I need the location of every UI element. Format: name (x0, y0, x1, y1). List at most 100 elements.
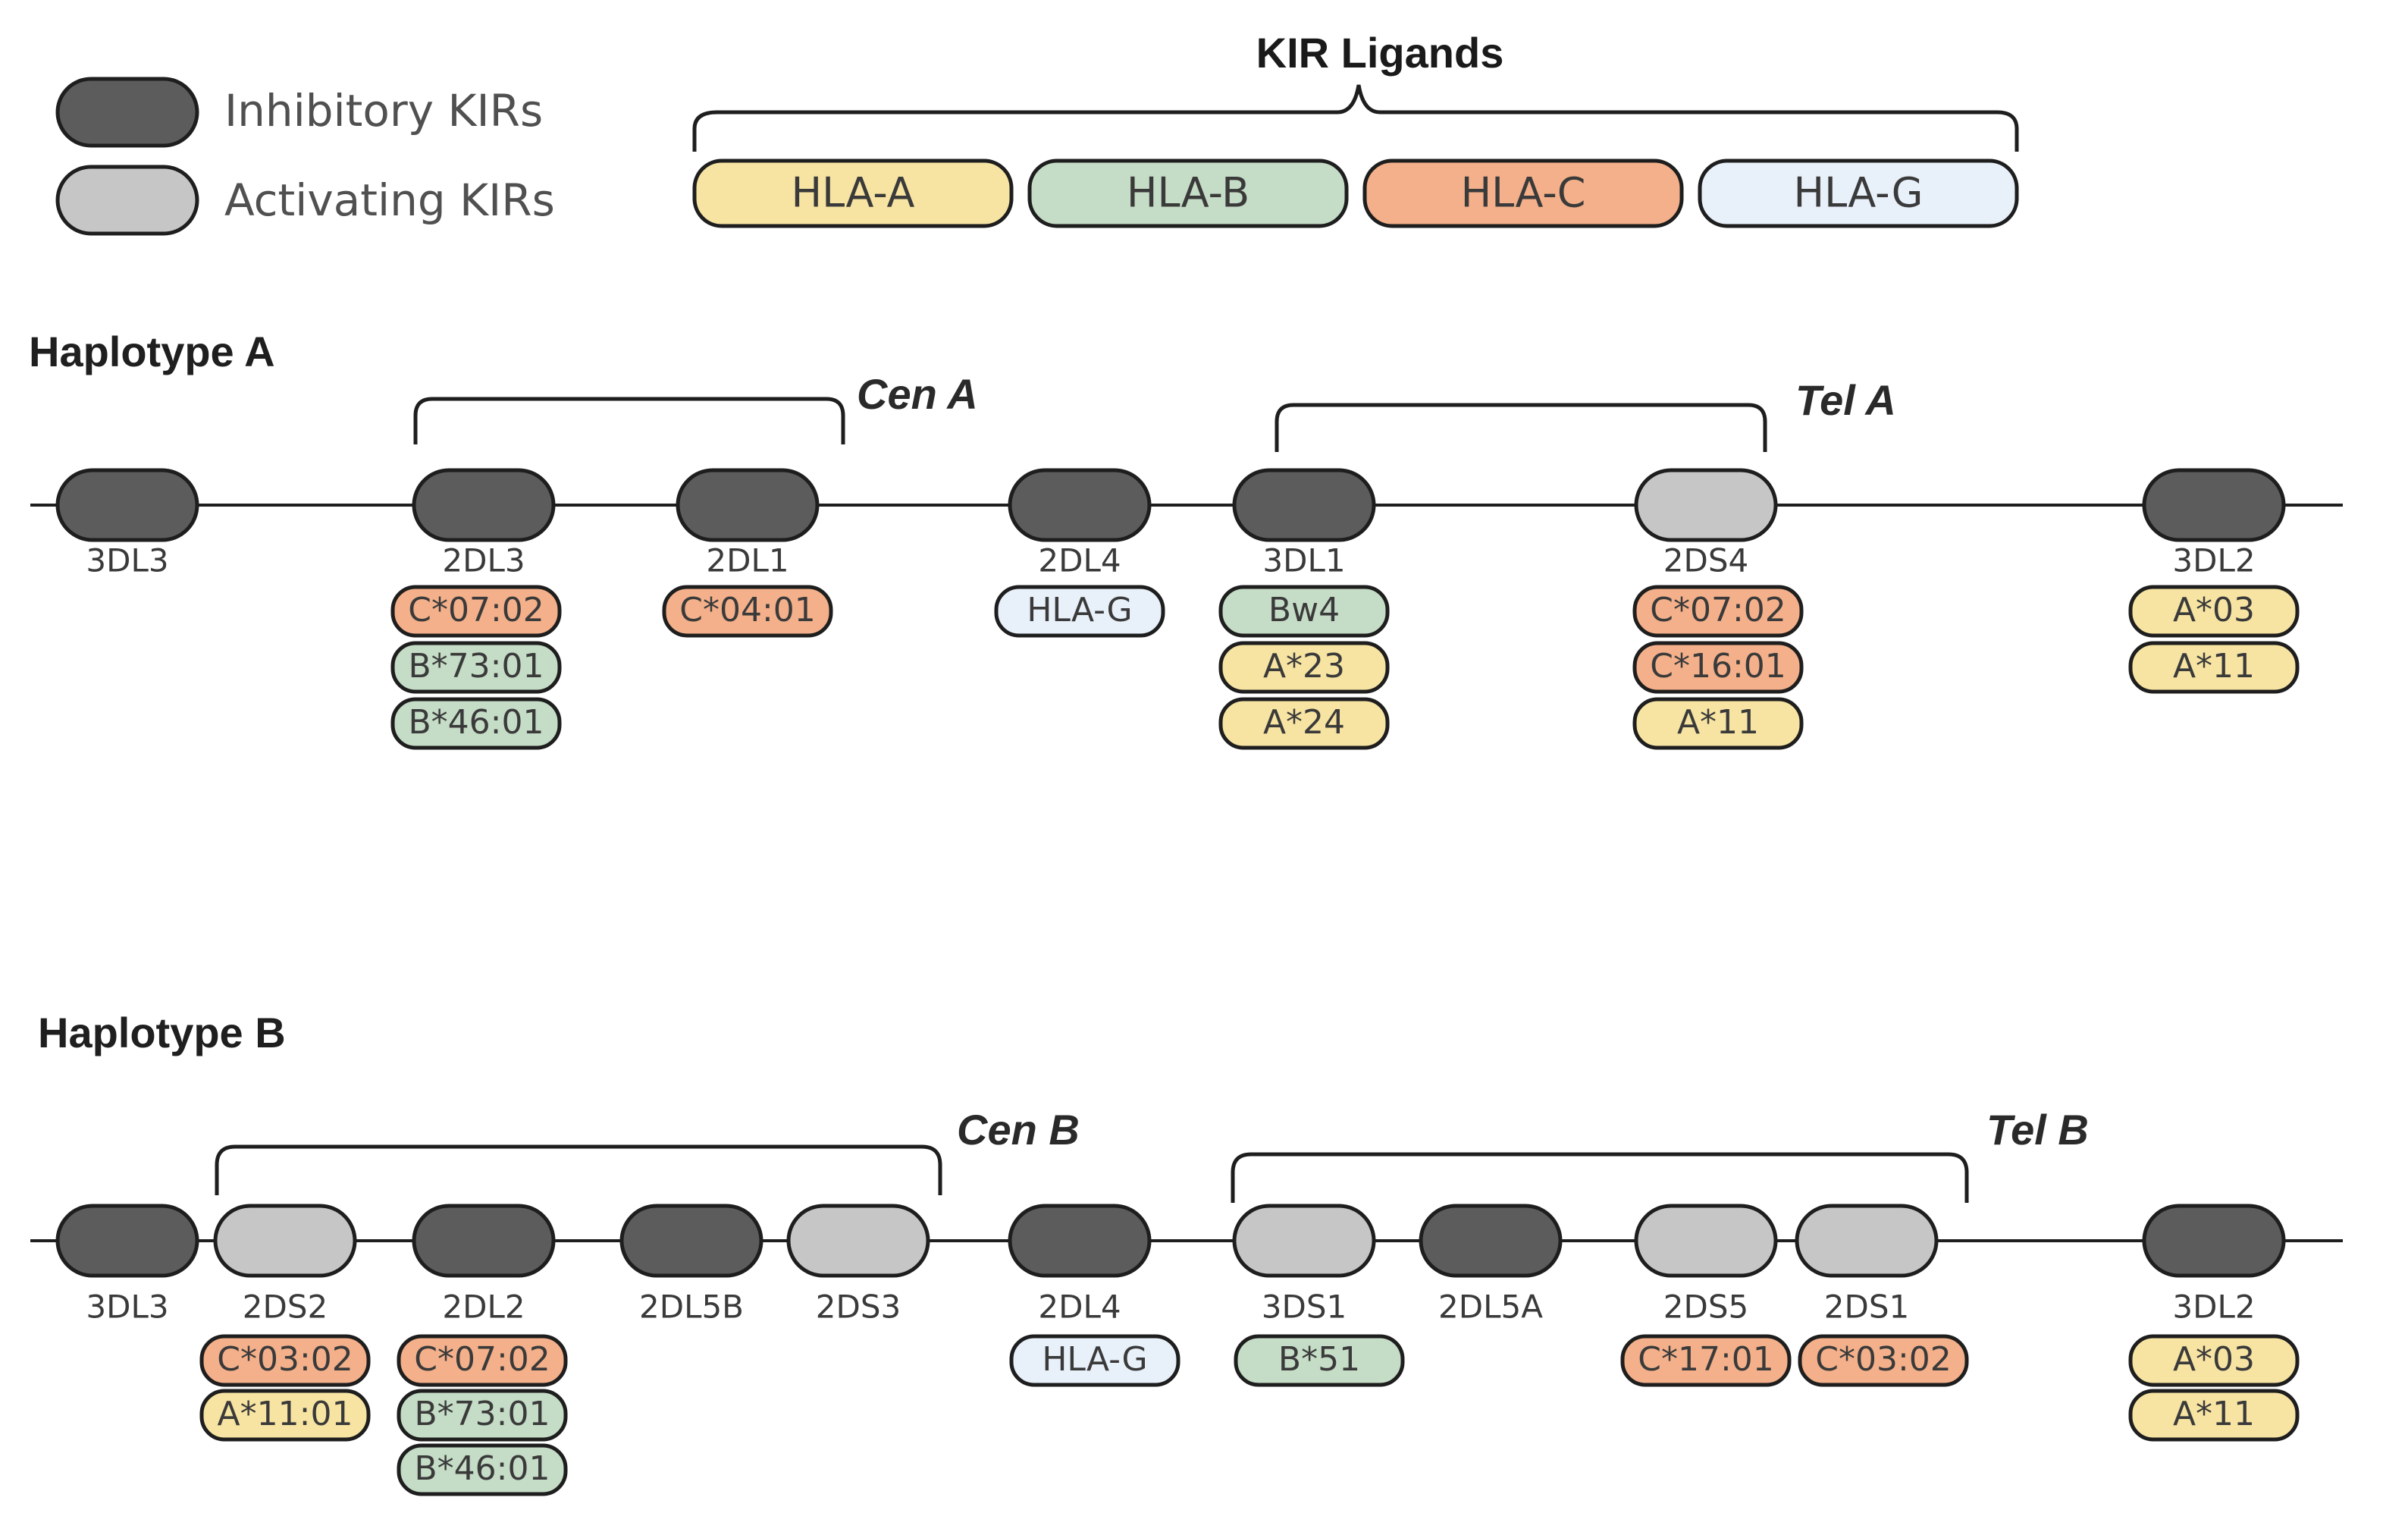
gene-3dl1-box (1232, 468, 1376, 542)
ligand-key-pill (692, 159, 1014, 228)
ligand-label: B*51 (1278, 1340, 1360, 1379)
ligand-label: A*23 (1263, 647, 1345, 686)
haplotype-a-title: Haplotype A (29, 328, 275, 375)
gene-name: 2DS4 (1663, 542, 1748, 579)
ligand-pill (1632, 585, 1804, 638)
ligand-key-hla-c: HLA-C (1362, 159, 1684, 228)
gene-2dl2-box (412, 1204, 556, 1278)
gene-name: 2DL4 (1038, 1289, 1121, 1326)
ligand-pill (1218, 697, 1390, 750)
ligand-c-07-02: C*07:02 (397, 1334, 568, 1387)
ligand-pill (1218, 585, 1390, 638)
ligand-a-11: A*11 (1632, 697, 1804, 750)
ligand-label: HLA-G (1027, 591, 1132, 629)
ligand-pill (2128, 585, 2300, 638)
ligand-a-11-01: A*11:01 (199, 1389, 371, 1442)
gene-2dl1-box (676, 468, 820, 542)
gene-name: 2DL5A (1438, 1289, 1543, 1326)
legend-activating-swatch (55, 165, 199, 236)
gene-2dl5a-box (1419, 1204, 1563, 1278)
ligand-pill (397, 1389, 568, 1442)
ligand-key-label: HLA-B (1127, 169, 1249, 217)
ligand-c-17-01: C*17:01 (1620, 1334, 1792, 1387)
ligand-a-11: A*11 (2128, 641, 2300, 694)
ligand-pill (199, 1389, 371, 1442)
ligand-label: HLA-G (1042, 1340, 1147, 1379)
ligand-label: A*03 (2173, 1340, 2255, 1379)
ligand-label: A*24 (1263, 703, 1345, 742)
ligand-pill (390, 641, 562, 694)
ligand-pill (390, 697, 562, 750)
legend-activating-label: Activating KIRs (224, 174, 555, 226)
ligand-c-07-02: C*07:02 (1632, 585, 1804, 638)
gene-2ds3-box (786, 1204, 930, 1278)
gene-name: 2DS2 (243, 1289, 328, 1326)
ligand-pill (1009, 1334, 1180, 1387)
gene-name: 2DL4 (1038, 542, 1121, 579)
ligand-label: B*73:01 (415, 1395, 550, 1433)
haplotype-b-cen-bracket (215, 1144, 942, 1195)
ligand-label: C*17:01 (1638, 1340, 1774, 1379)
ligand-key-hla-a: HLA-A (692, 159, 1014, 228)
ligand-pill (662, 585, 833, 638)
ligand-b-73-01: B*73:01 (397, 1389, 568, 1442)
ligand-label: C*04:01 (679, 591, 816, 629)
gene-name: 3DL1 (1262, 542, 1345, 579)
ligand-c-04-01: C*04:01 (662, 585, 833, 638)
haplotype-a-cen-label: Cen A (857, 370, 978, 418)
gene-name: 3DL2 (2172, 1289, 2255, 1326)
gene-2dl4-box (1008, 468, 1152, 542)
gene-3dl2-box (2142, 468, 2286, 542)
ligand-key-pill (1027, 159, 1349, 228)
ligand-c-03-02: C*03:02 (1798, 1334, 1969, 1387)
ligand-label: C*07:02 (408, 591, 544, 629)
ligand-label: A*11 (1677, 703, 1759, 742)
gene-2dl5b-box (619, 1204, 763, 1278)
ligand-label: B*46:01 (415, 1449, 550, 1488)
ligand-a-03: A*03 (2128, 1334, 2300, 1387)
gene-3dl3: 3DL3 (55, 1204, 199, 1326)
ligand-hla-g: HLA-G (994, 585, 1165, 638)
gene-name: 2DL5B (639, 1289, 744, 1326)
ligand-a-03: A*03 (2128, 585, 2300, 638)
gene-name: 2DL2 (442, 1289, 525, 1326)
ligand-hla-g: HLA-G (1009, 1334, 1180, 1387)
ligand-label: Bw4 (1268, 591, 1340, 629)
gene-2ds1-box (1795, 1204, 1939, 1278)
ligand-label: A*03 (2173, 591, 2255, 629)
haplotype-b-tel-label: Tel B (1986, 1106, 2089, 1154)
legend-inhibitory-label: Inhibitory KIRs (224, 85, 543, 137)
gene-2dl3-box (412, 468, 556, 542)
gene-name: 2DL1 (706, 542, 789, 579)
ligand-key-hla-b: HLA-B (1027, 159, 1349, 228)
ligand-pill (994, 585, 1165, 638)
ligand-label: B*46:01 (409, 703, 544, 742)
legend: Inhibitory KIRs Activating KIRs (55, 77, 555, 236)
gene-name: 3DL3 (86, 542, 168, 579)
ligand-b-46-01: B*46:01 (397, 1443, 568, 1496)
ligand-label: C*16:01 (1650, 647, 1786, 686)
ligand-key-pill (1362, 159, 1684, 228)
ligand-pill (397, 1334, 568, 1387)
haplotype-b-cen-label: Cen B (957, 1106, 1080, 1154)
ligand-pill (2128, 1334, 2300, 1387)
ligand-b-51: B*51 (1234, 1334, 1405, 1387)
ligand-label: C*03:02 (1815, 1340, 1952, 1379)
ligand-pill (390, 585, 562, 638)
ligand-pill (2128, 1389, 2300, 1442)
gene-2dl5a: 2DL5A (1419, 1204, 1563, 1326)
ligand-pill (1234, 1334, 1405, 1387)
ligand-a-23: A*23 (1218, 641, 1390, 694)
ligand-label: C*07:02 (414, 1340, 550, 1379)
